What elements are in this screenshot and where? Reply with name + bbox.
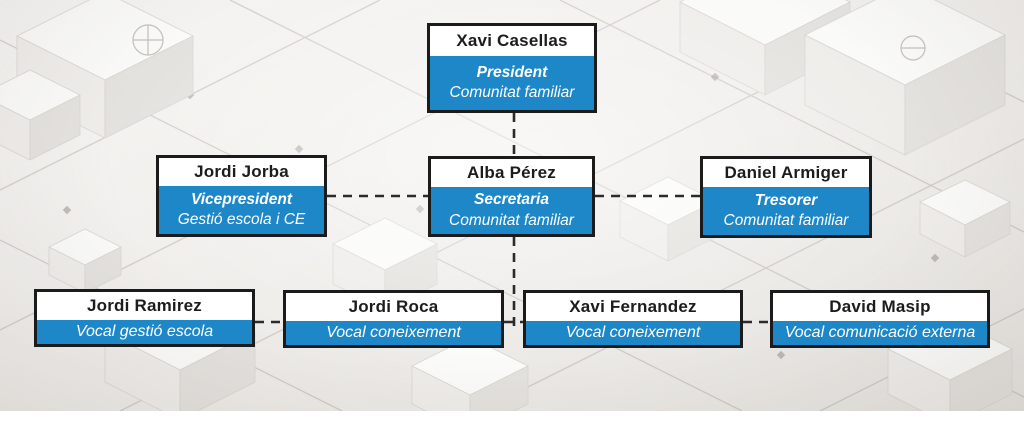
role-title: Vicepresident: [190, 190, 293, 208]
org-node-vocal-coneixement-1: Jordi Roca Vocal coneixement: [283, 290, 504, 348]
role-title: Tresorer: [754, 191, 818, 209]
org-node-tresorer: Daniel Armiger Tresorer Comunitat famili…: [700, 156, 872, 238]
member-role-panel: Tresorer Comunitat familiar: [703, 187, 869, 235]
member-role-panel: Vocal gestió escola: [37, 320, 252, 344]
member-role-panel: Vocal coneixement: [286, 321, 501, 345]
member-role-panel: President Comunitat familiar: [430, 56, 594, 110]
role-title: Vocal coneixement: [565, 323, 701, 341]
org-node-vocal-comunicacio-externa: David Masip Vocal comunicació externa: [770, 290, 990, 348]
member-name: Xavi Casellas: [430, 26, 594, 56]
role-title: President: [476, 63, 548, 81]
member-role-panel: Vicepresident Gestió escola i CE: [159, 186, 324, 234]
member-name: David Masip: [773, 293, 987, 321]
role-detail: Gestió escola i CE: [177, 211, 306, 228]
role-detail: Comunitat familiar: [449, 211, 574, 229]
member-name: Daniel Armiger: [703, 159, 869, 187]
member-name: Jordi Roca: [286, 293, 501, 321]
member-role-panel: Secretaria Comunitat familiar: [431, 187, 592, 234]
org-node-vicepresident: Jordi Jorba Vicepresident Gestió escola …: [156, 155, 327, 237]
member-name: Jordi Ramirez: [37, 292, 252, 320]
org-node-vocal-gestio-escola: Jordi Ramirez Vocal gestió escola: [34, 289, 255, 347]
member-name: Xavi Fernandez: [526, 293, 740, 321]
org-node-secretaria: Alba Pérez Secretaria Comunitat familiar: [428, 156, 595, 237]
role-title: Vocal gestió escola: [75, 322, 214, 340]
role-detail: Comunitat familiar: [449, 84, 575, 101]
role-title: Vocal coneixement: [326, 323, 461, 341]
member-role-panel: Vocal coneixement: [526, 321, 740, 345]
role-detail: Comunitat familiar: [723, 212, 849, 229]
member-name: Alba Pérez: [431, 159, 592, 187]
role-title: Vocal comunicació externa: [784, 323, 976, 341]
member-role-panel: Vocal comunicació externa: [773, 321, 987, 345]
role-title: Secretaria: [474, 191, 549, 209]
org-node-vocal-coneixement-2: Xavi Fernandez Vocal coneixement: [523, 290, 743, 348]
org-node-president: Xavi Casellas President Comunitat famili…: [427, 23, 597, 113]
member-name: Jordi Jorba: [159, 158, 324, 186]
